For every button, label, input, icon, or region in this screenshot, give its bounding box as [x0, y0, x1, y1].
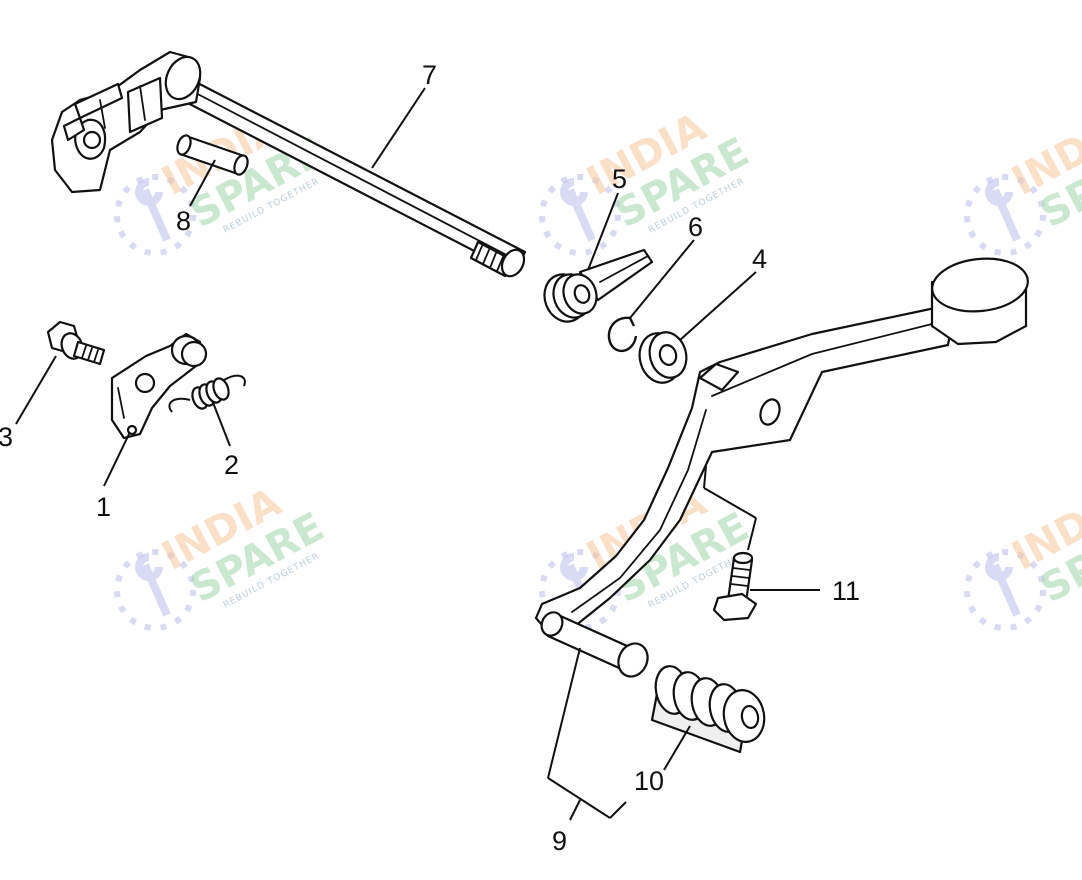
callout-4: 4 [752, 244, 767, 274]
watermark-logo-icon [964, 174, 1046, 256]
wrench-icon [135, 178, 171, 242]
watermark-6: INDIA SPARE [964, 479, 1082, 631]
callout-7: 7 [422, 60, 437, 90]
part-9-pedal-pin [540, 611, 649, 678]
watermark-logo-icon [539, 174, 621, 256]
callout-9: 9 [552, 826, 567, 856]
part-2-return-spring [168, 374, 246, 413]
callout-6: 6 [688, 212, 703, 242]
watermark-4: INDIA SPARE REBUILD TOGETHER [114, 479, 331, 631]
watermark-logo-icon [114, 549, 196, 631]
callout-8: 8 [176, 206, 191, 236]
part-3-bolt [46, 320, 106, 366]
watermark-logo-icon [114, 174, 196, 256]
watermark-2: INDIA SPARE REBUILD TOGETHER [539, 104, 756, 256]
callout-5: 5 [612, 164, 627, 194]
callout-labels: 1 2 3 4 5 6 7 8 9 10 11 [0, 60, 860, 856]
callout-2: 2 [224, 450, 239, 480]
wrench-icon [560, 178, 596, 242]
part-7-shift-shaft [50, 50, 527, 278]
callout-10: 10 [634, 766, 664, 796]
callout-11: 11 [832, 576, 860, 606]
part-8-pin [176, 134, 249, 176]
wrench-icon [985, 553, 1021, 617]
watermark-logo-icon [964, 549, 1046, 631]
wrench-icon [985, 178, 1021, 242]
part-5-torsion-spring [543, 248, 654, 323]
watermark-3: INDIA SPARE [964, 104, 1082, 256]
part-6-circlip [607, 316, 638, 353]
part-gear-pedal-lever [534, 257, 1029, 634]
part-11-bolt [712, 551, 758, 622]
watermark-group: INDIA SPARE REBUILD TOGETHER INDIA SPARE… [114, 104, 1082, 631]
callout-1: 1 [96, 492, 111, 522]
part-10-rubber-peg [650, 665, 766, 754]
leader-lines [15, 87, 820, 821]
part-1-stopper-arm [110, 332, 208, 440]
wrench-icon [135, 553, 171, 617]
part-4-washer [638, 331, 688, 384]
callout-3: 3 [0, 422, 13, 452]
